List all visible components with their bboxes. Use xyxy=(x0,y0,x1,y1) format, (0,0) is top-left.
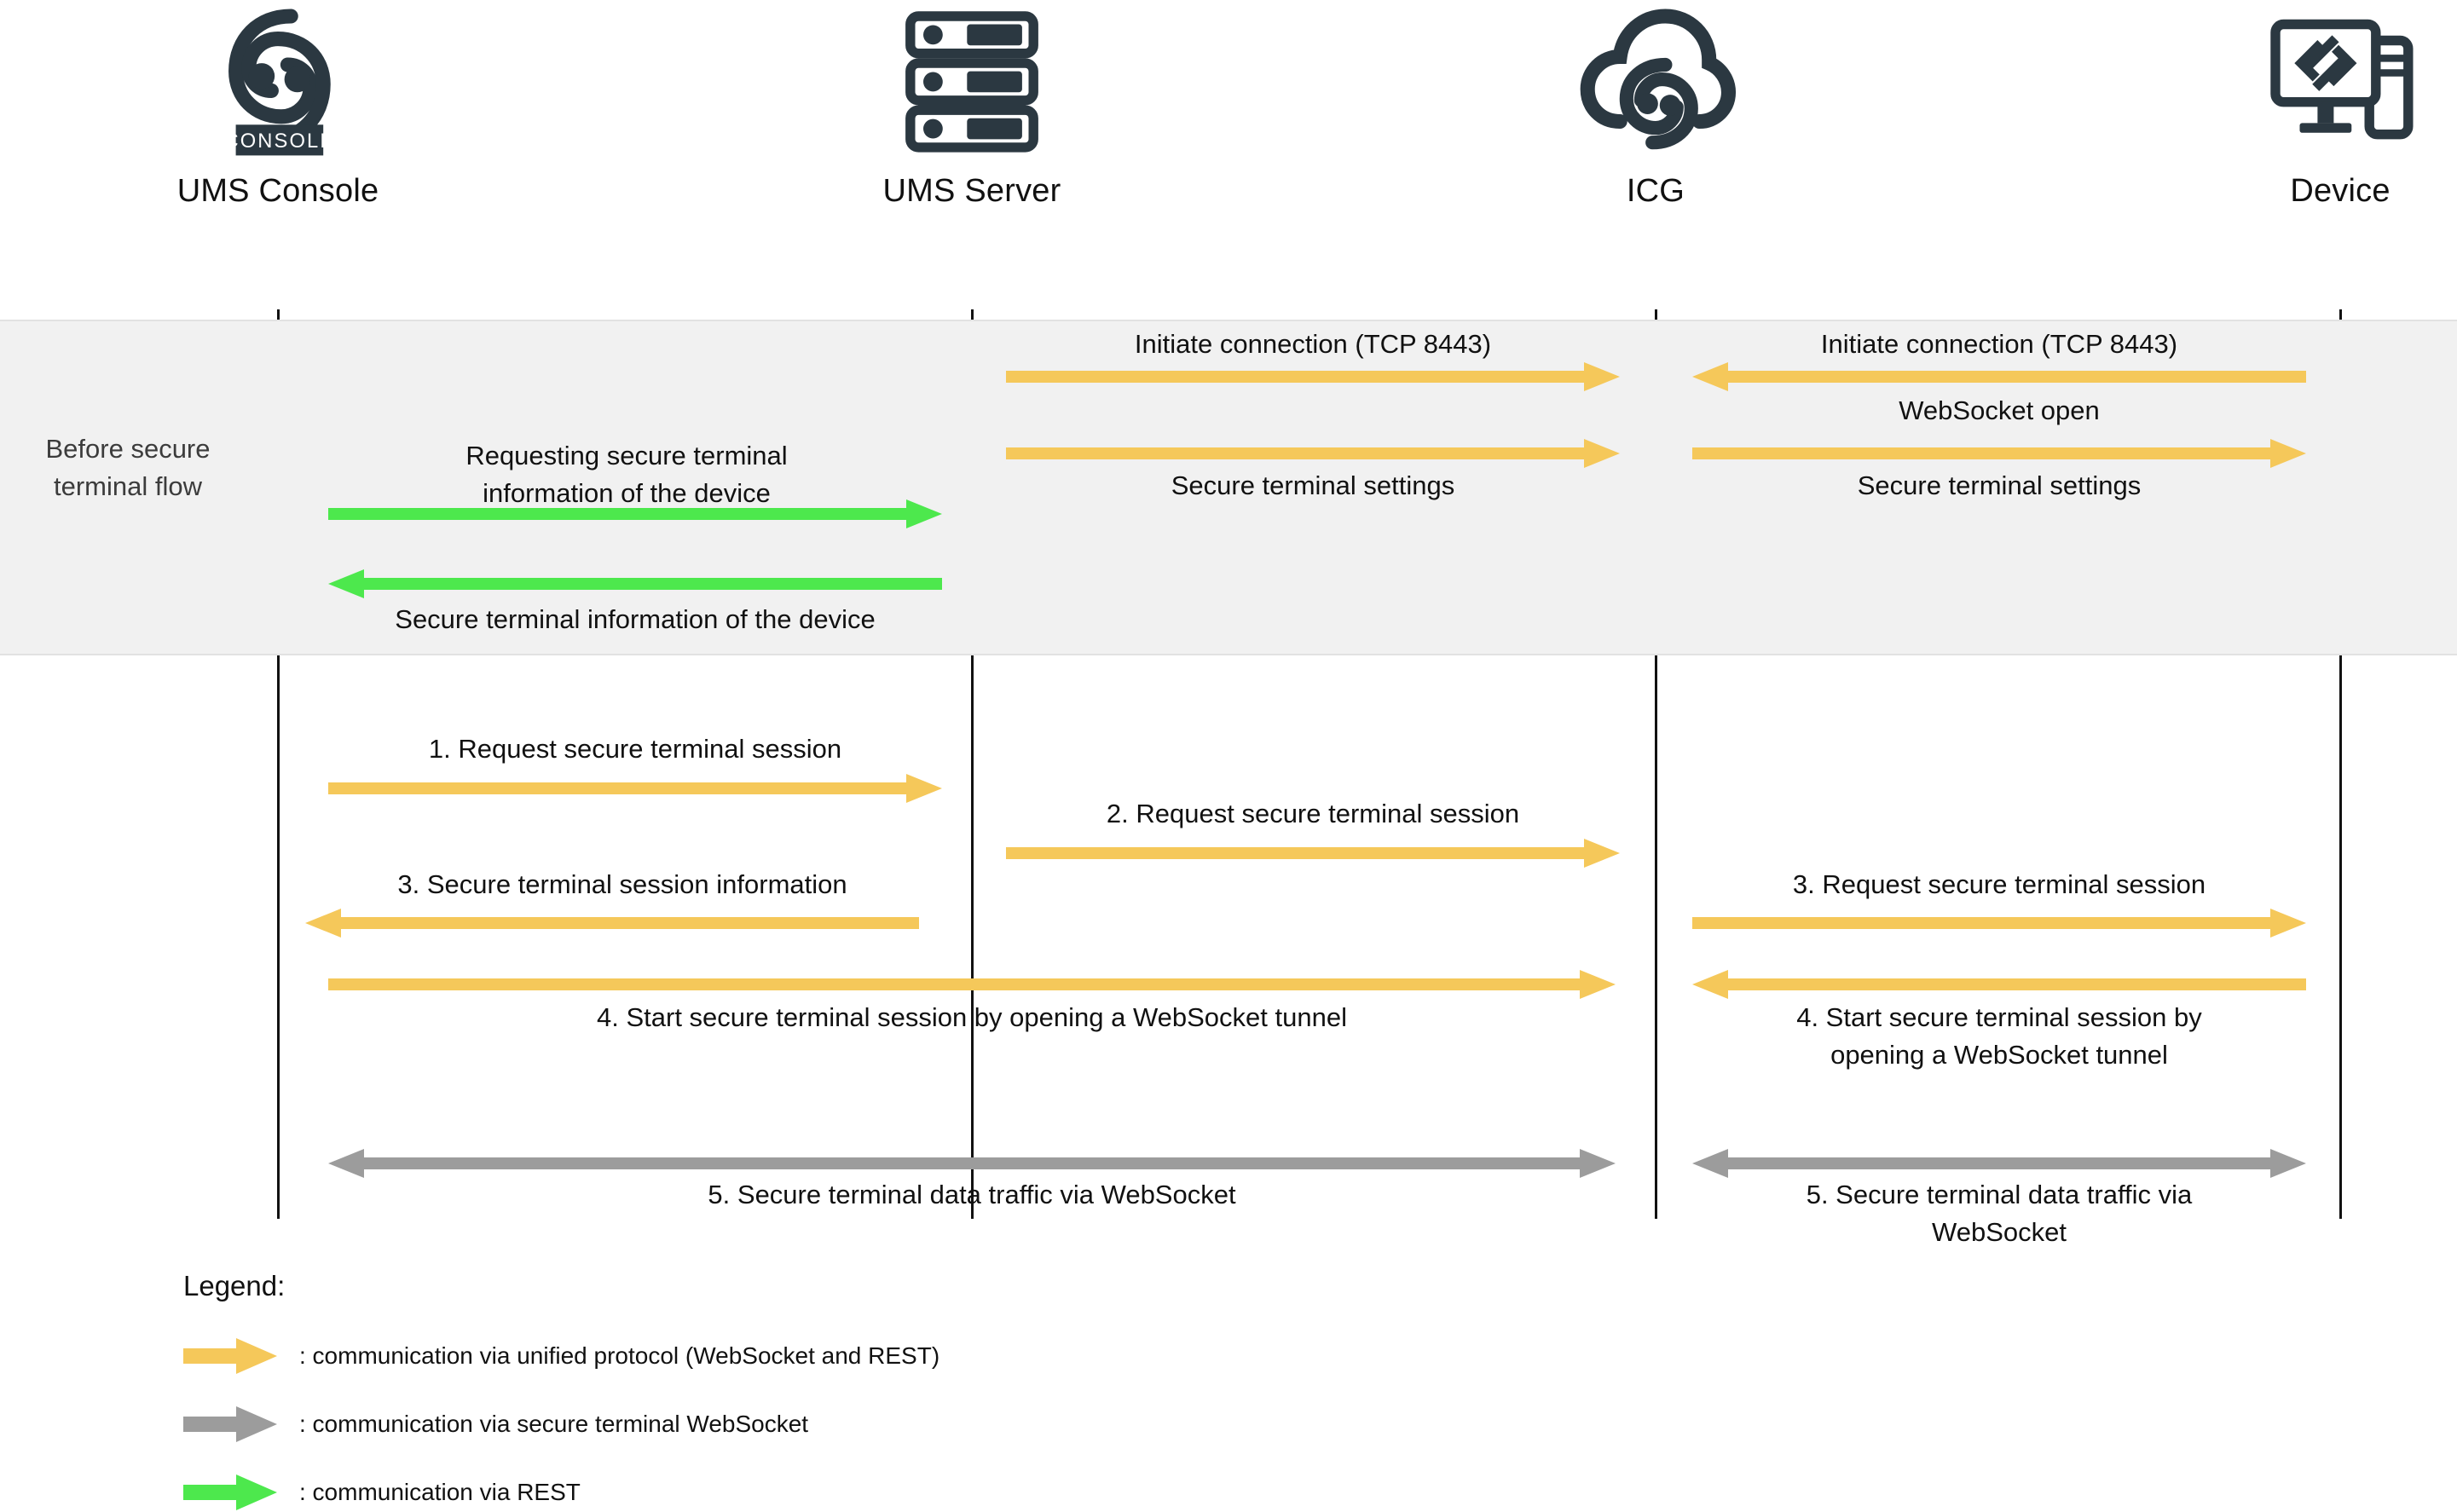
arrow-unified-left-m10 xyxy=(305,906,919,940)
legend-text-unified-protocol: : communication via unified protocol (We… xyxy=(299,1342,940,1369)
arrow-secure-ws-bidirectional-m14 xyxy=(328,1146,1616,1180)
message-label-m2: Secure terminal information of the devic… xyxy=(395,604,876,634)
arrow-unified-right-m3 xyxy=(1006,360,1620,394)
legend-item-unified-protocol: : communication via unified protocol (We… xyxy=(183,1336,939,1376)
server-rack-icon xyxy=(793,0,1151,162)
phase-band-label: Before secure terminal flow xyxy=(45,434,211,502)
message-label-m1: Requesting secure terminal information o… xyxy=(465,441,788,509)
arrow-unified-left-m5 xyxy=(1692,360,2306,394)
arrow-unified-right-m4 xyxy=(1006,436,1620,470)
arrow-unified-right-m12 xyxy=(328,967,1616,1001)
legend-item-secure-terminal-ws: : communication via secure terminal WebS… xyxy=(183,1405,808,1444)
legend-title: Legend: xyxy=(183,1270,286,1301)
message-label-m13: 4. Start secure terminal session by open… xyxy=(1796,1002,2202,1071)
svg-text:CONSOLE: CONSOLE xyxy=(224,130,336,153)
arrow-right-green-icon xyxy=(183,1473,277,1512)
message-label-m10: 3. Secure terminal session information xyxy=(397,869,847,899)
message-label-m6: WebSocket open xyxy=(1899,395,2100,425)
arrow-unified-right-m11 xyxy=(1692,906,2306,940)
lifeline-ums-server xyxy=(971,309,974,1219)
legend: Legend: : communication via unified prot… xyxy=(183,1270,1377,1510)
lifeline-device xyxy=(2339,309,2342,1219)
message-label-m9: 2. Request secure terminal session xyxy=(1106,799,1520,828)
message-label-m15: 5. Secure terminal data traffic via WebS… xyxy=(1806,1180,2193,1248)
legend-text-rest: : communication via REST xyxy=(299,1479,581,1505)
arrow-right-yellow-icon xyxy=(183,1336,277,1376)
actor-device: Device xyxy=(2161,0,2457,210)
lifeline-icg xyxy=(1655,309,1657,1219)
ums-console-logo-icon: CONSOLE xyxy=(99,0,457,162)
message-label-m14: 5. Secure terminal data traffic via WebS… xyxy=(708,1180,1236,1209)
message-label-m11: 3. Request secure terminal session xyxy=(1792,869,2206,899)
lifeline-ums-console xyxy=(277,309,280,1219)
arrow-rest-left-m2 xyxy=(328,567,942,601)
actor-ums-server: UMS Server xyxy=(793,0,1151,210)
arrow-unified-left-m13 xyxy=(1692,967,2306,1001)
message-label-m7: Secure terminal settings xyxy=(1857,470,2142,500)
actor-label-ums-server: UMS Server xyxy=(882,173,1061,209)
arrow-unified-right-m6 xyxy=(1692,436,2306,470)
message-label-m12: 4. Start secure terminal session by open… xyxy=(597,1002,1347,1032)
legend-text-secure-terminal-ws: : communication via secure terminal WebS… xyxy=(299,1411,809,1437)
legend-item-rest: : communication via REST xyxy=(183,1473,581,1512)
arrow-secure-ws-bidirectional-m15 xyxy=(1692,1146,2306,1180)
arrow-rest-right-m1 xyxy=(328,497,942,531)
actor-ums-console: CONSOLE UMS Console xyxy=(99,0,457,210)
message-label-m3: Initiate connection (TCP 8443) xyxy=(1134,329,1492,359)
arrow-right-gray-icon xyxy=(183,1405,277,1444)
desktop-monitor-icon xyxy=(2161,0,2457,162)
actor-icg: ICG xyxy=(1477,0,1835,210)
actor-label-icg: ICG xyxy=(1626,173,1685,209)
message-label-m4: Secure terminal settings xyxy=(1171,470,1455,500)
message-label-m8: 1. Request secure terminal session xyxy=(428,734,842,764)
cloud-gateway-icon xyxy=(1477,0,1835,162)
arrow-unified-right-m9 xyxy=(1006,836,1620,870)
message-label-m5: Initiate connection (TCP 8443) xyxy=(1820,329,2178,359)
actor-label-device: Device xyxy=(2290,173,2391,209)
arrow-unified-right-m8 xyxy=(328,771,942,805)
actor-label-ums-console: UMS Console xyxy=(176,173,379,209)
